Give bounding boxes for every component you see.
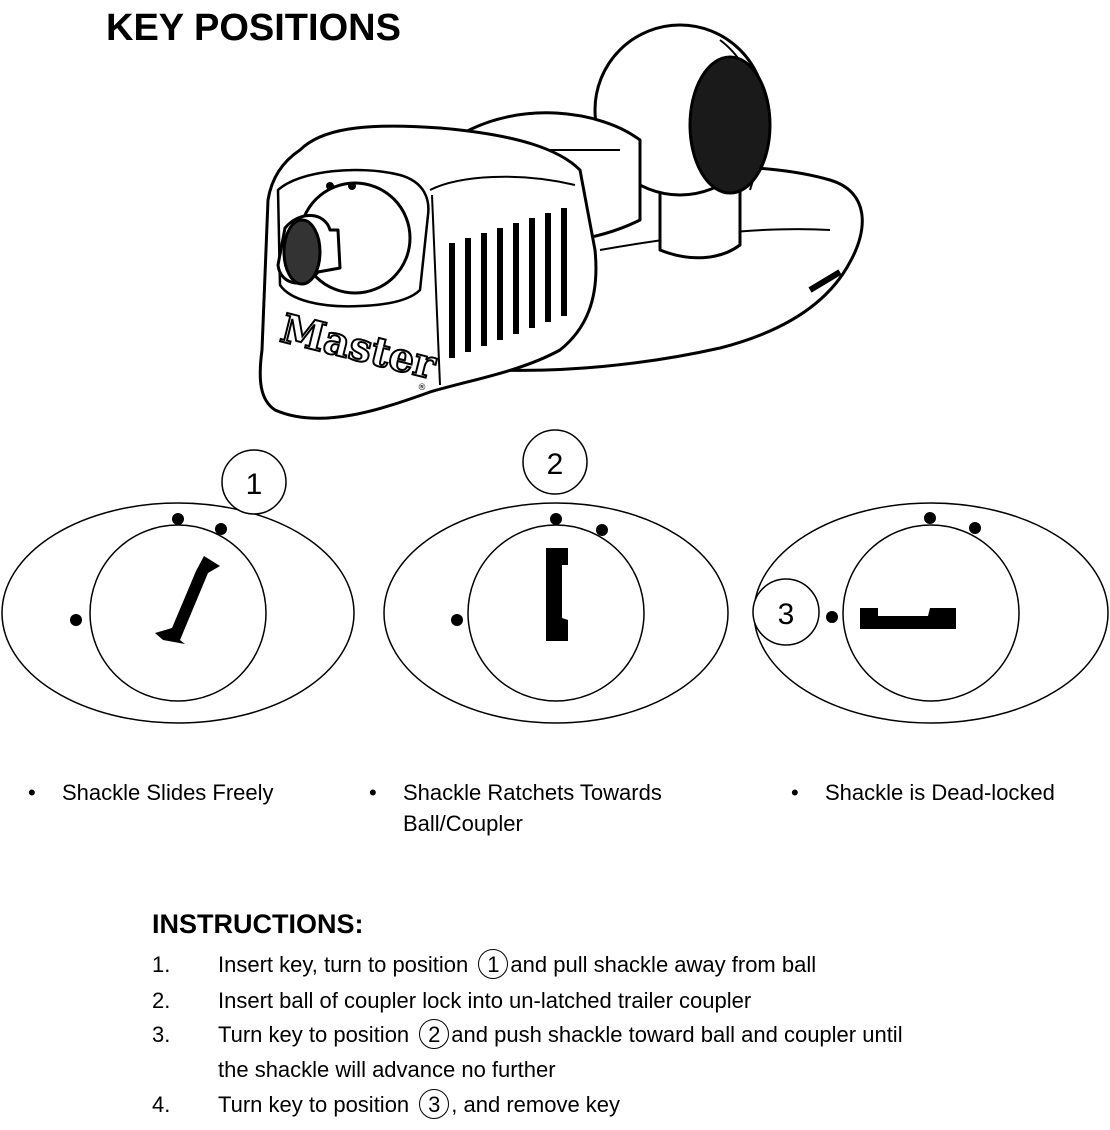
instructions-heading: INSTRUCTIONS:	[152, 909, 364, 939]
svg-text:®: ®	[418, 383, 427, 393]
coupler-lock-illustration	[258, 23, 864, 420]
position-3-circle-icon: 3	[419, 1089, 450, 1120]
key-positions-illustration: Master ® 1 2 3	[1, 23, 1109, 724]
position-2-description: • Shackle Ratchets Towards Ball/Coupler	[369, 780, 662, 836]
key-position-2-diagram	[383, 429, 729, 724]
page-title: KEY POSITIONS	[106, 7, 401, 49]
position-3-number: 3	[778, 598, 795, 631]
ball-socket-hole	[688, 55, 772, 195]
position-2-number: 2	[547, 448, 564, 481]
position-1-circle-icon: 1	[478, 949, 509, 980]
key-position-3-diagram	[752, 502, 1109, 724]
position-3-description: • Shackle is Dead-locked	[791, 780, 1055, 805]
instruction-step-2: 2. Insert ball of coupler lock into un-l…	[152, 988, 752, 1013]
position-1-description: • Shackle Slides Freely	[28, 780, 274, 805]
key-position-1-diagram	[1, 449, 355, 724]
position-2-circle-icon: 2	[419, 1019, 450, 1050]
position-1-number: 1	[246, 468, 263, 501]
instruction-step-4: 4. Turn key to position 3, and remove ke…	[152, 1088, 1072, 1123]
